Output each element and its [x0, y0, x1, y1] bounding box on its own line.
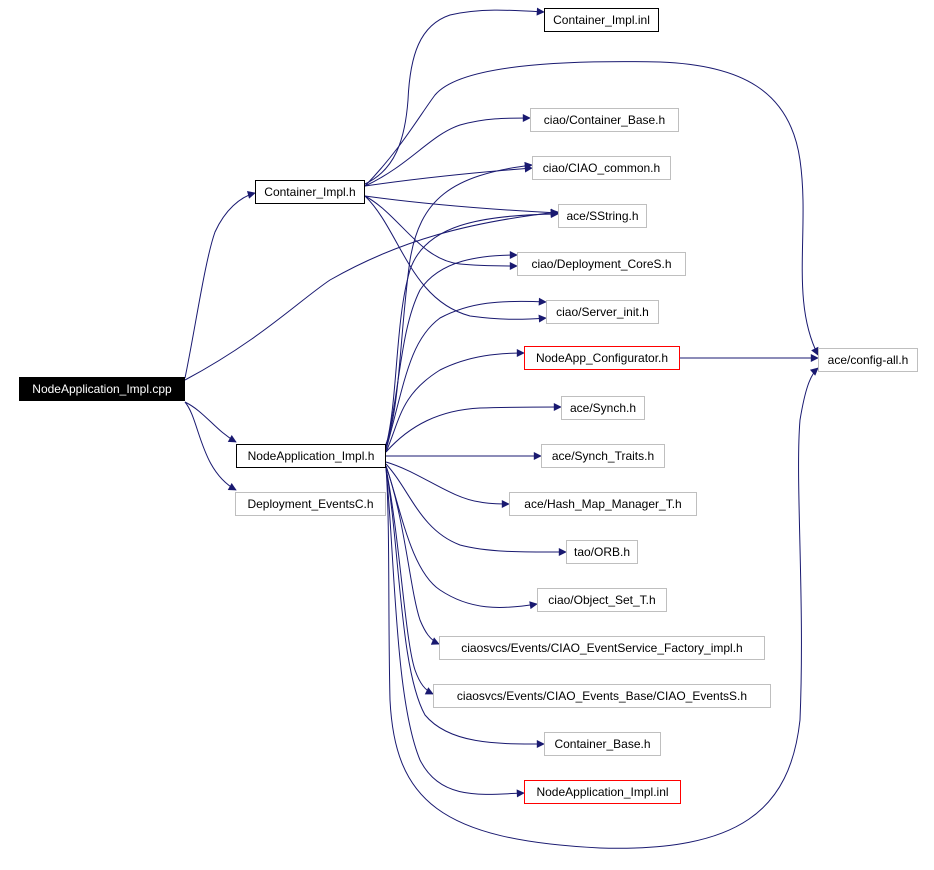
- edge-cimpl-to-deplcs: [364, 195, 518, 270]
- edge-nimpl-to-cbase: [385, 467, 545, 749]
- node-nodeapp-configurator-h[interactable]: NodeApp_Configurator.h: [524, 346, 680, 370]
- node-ciao-common-h[interactable]: ciao/CIAO_common.h: [532, 156, 671, 180]
- node-ciaosvcs-eventservice-factory-impl-h[interactable]: ciaosvcs/Events/CIAO_EventService_Factor…: [439, 636, 765, 660]
- node-deployment-eventsc-h[interactable]: Deployment_EventsC.h: [235, 492, 386, 516]
- edge-cimpl-to-cinl: [364, 7, 545, 185]
- node-ciao-container-base-h[interactable]: ciao/Container_Base.h: [530, 108, 679, 132]
- node-ciao-object-set-t-h[interactable]: ciao/Object_Set_T.h: [537, 588, 667, 612]
- edge-cimpl-to-srvini: [364, 195, 547, 323]
- node-ciao-server-init-h[interactable]: ciao/Server_init.h: [546, 300, 659, 324]
- node-ace-hash-map-manager-t-h[interactable]: ace/Hash_Map_Manager_T.h: [509, 492, 697, 516]
- node-container-impl-inl[interactable]: Container_Impl.inl: [544, 8, 659, 32]
- edge-nimpl-to-orb: [385, 463, 567, 557]
- node-nodeapplication-impl-h[interactable]: NodeApplication_Impl.h: [236, 444, 386, 468]
- edge-nimpl-to-deplcs: [385, 251, 518, 449]
- node-container-impl-h[interactable]: Container_Impl.h: [255, 180, 365, 204]
- node-ciaosvcs-ciao-eventss-h[interactable]: ciaosvcs/Events/CIAO_Events_Base/CIAO_Ev…: [433, 684, 771, 708]
- node-nodeapplication-impl-inl[interactable]: NodeApplication_Impl.inl: [524, 780, 681, 804]
- edge-root-to-nimpl: [184, 401, 237, 443]
- edge-root-to-devc: [184, 401, 237, 491]
- node-ace-synch-traits-h[interactable]: ace/Synch_Traits.h: [541, 444, 665, 468]
- edge-root-to-sstr: [184, 208, 559, 381]
- edge-cimpl-to-cbaseh: [364, 114, 531, 187]
- node-ace-synch-h[interactable]: ace/Synch.h: [561, 396, 645, 420]
- edge-cimpl-to-sstr: [364, 195, 559, 217]
- edge-root-to-cimpl: [184, 190, 256, 379]
- node-ace-sstring-h[interactable]: ace/SString.h: [558, 204, 647, 228]
- edge-nimpl-to-sstr: [385, 210, 559, 447]
- edge-nimpl-to-common: [385, 161, 533, 445]
- edge-nimpl-to-hashm: [385, 461, 510, 508]
- node-container-base-h[interactable]: Container_Base.h: [544, 732, 661, 756]
- node-tao-orb-h[interactable]: tao/ORB.h: [566, 540, 638, 564]
- edge-nimpl-to-esfact: [385, 465, 440, 645]
- edge-cimpl-to-common: [364, 164, 533, 187]
- edge-nimpl-to-cfgall: [385, 367, 819, 849]
- node-ciao-deployment-cores-h[interactable]: ciao/Deployment_CoreS.h: [517, 252, 686, 276]
- edge-nimpl-to-evts: [385, 467, 434, 695]
- edge-nimpl-to-synch: [385, 403, 562, 453]
- edge-nimpl-to-ninl: [385, 467, 525, 798]
- node-ace-config-all-h[interactable]: ace/config-all.h: [818, 348, 918, 372]
- node-root-cpp[interactable]: NodeApplication_Impl.cpp: [19, 377, 185, 401]
- edge-nimpl-to-srvini: [385, 297, 547, 451]
- edge-nimpl-to-ncfg: [385, 349, 525, 453]
- edge-cimpl-to-cfgall: [364, 61, 819, 356]
- edge-nimpl-to-objset: [385, 465, 538, 610]
